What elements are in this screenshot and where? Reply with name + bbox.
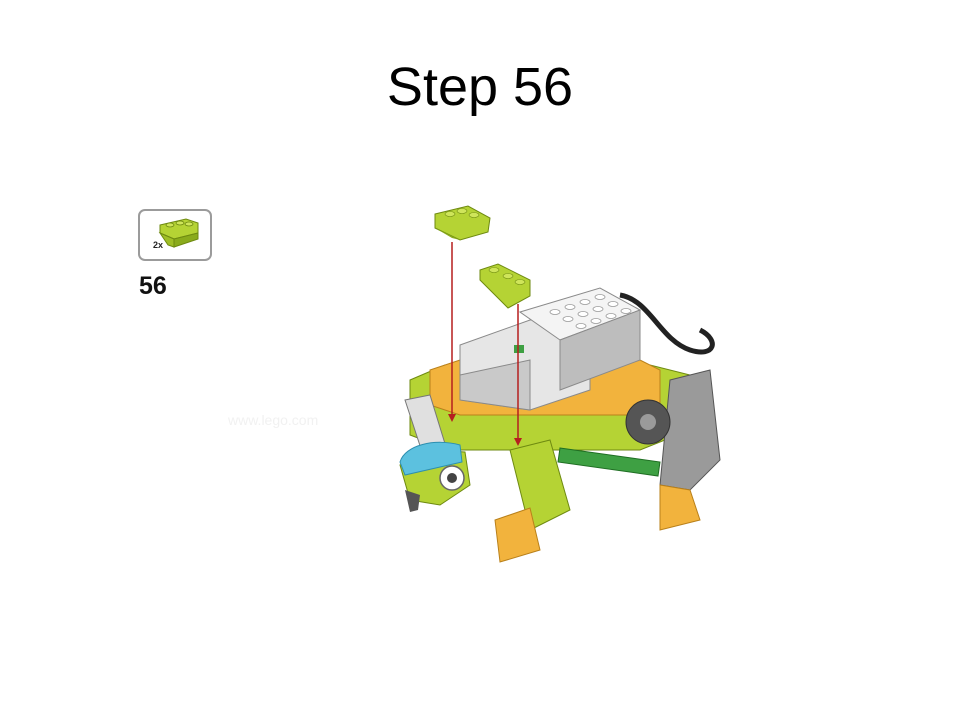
- lime-inverted-slope-brick-icon: [158, 218, 199, 248]
- lego-turtle-model-icon: [399, 205, 721, 563]
- parts-callout-box: 2x: [138, 209, 212, 261]
- step-number: 56: [139, 272, 167, 300]
- slide-title: Step 56: [386, 57, 574, 117]
- floating-slope-brick-1: [434, 205, 491, 241]
- watermark: www.lego.com: [228, 412, 319, 428]
- part-quantity: 2x: [153, 240, 164, 250]
- floating-slope-brick-2: [479, 263, 531, 309]
- placement-arrows: [448, 242, 522, 446]
